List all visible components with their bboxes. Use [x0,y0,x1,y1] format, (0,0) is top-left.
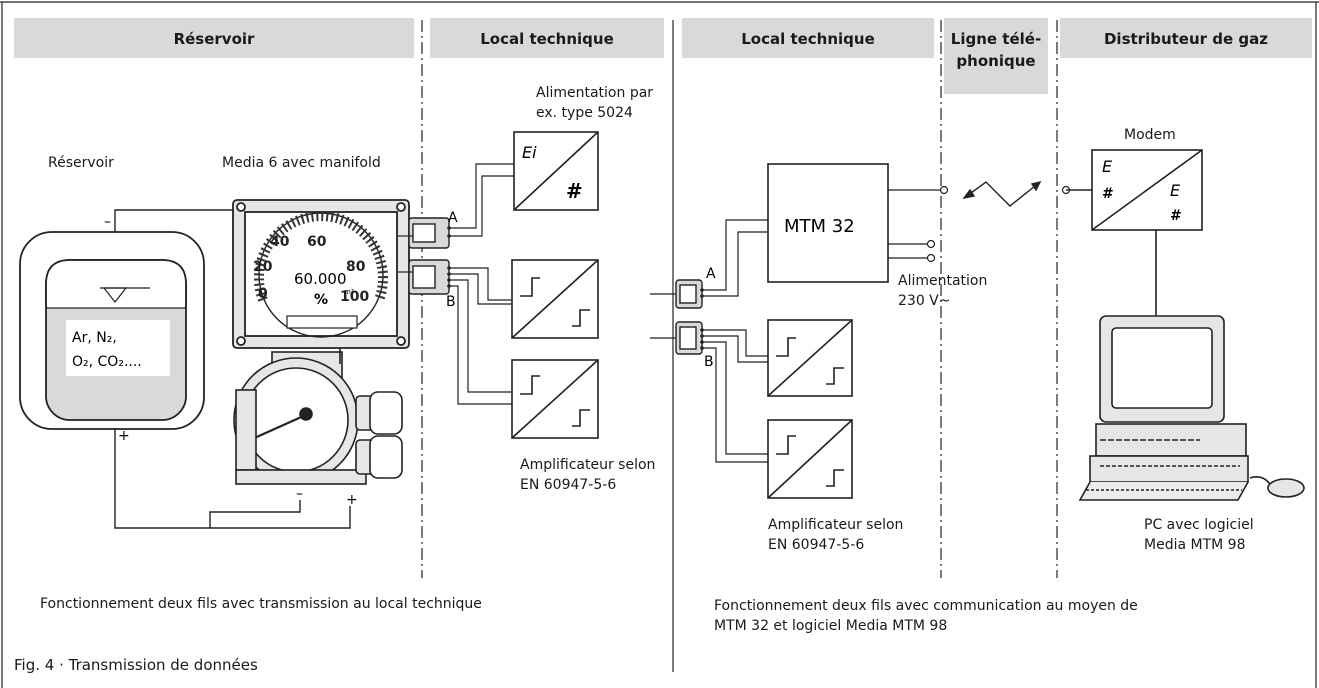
manifold [233,348,403,485]
label-amplificateur-1-line1: Amplificateur selon [520,457,656,473]
reservoir-minus: – [104,214,111,230]
label-alim230-line2: 230 V~ [898,293,951,309]
label-modem: Modem [1124,127,1176,143]
power-supply-symbol: Ei [522,143,537,162]
header-reservoir: Réservoir [174,30,255,48]
right-local-wires [702,189,942,463]
connector-a-right: A [706,266,716,282]
connector-a-left: A [448,210,458,226]
svg-text:60: 60 [307,234,327,250]
gas-label-box [66,320,170,376]
svg-text:80: 80 [346,259,366,275]
label-alimentation-line1: Alimentation par [536,85,654,101]
svg-text:0: 0 [258,286,268,302]
gauge-small-unit: m³ [344,288,354,296]
label-pc-line2: Media MTM 98 [1144,537,1246,553]
power-supply-box [513,131,599,211]
terminals [926,185,1071,263]
modem-e2: E [1170,181,1181,200]
label-amplificateur-1-line2: EN 60947-5-6 [520,477,617,493]
header-bg-local1 [430,18,664,58]
label-pc-line1: PC avec logiciel [1144,517,1254,533]
label-amplificateur-2-line1: Amplificateur selon [768,517,904,533]
power-supply-hash: # [566,179,583,203]
label-alim230-line1: Alimentation [898,273,988,289]
reservoir-plus: + [118,428,130,444]
svg-text:40: 40 [270,234,290,250]
modem-box [1091,149,1203,316]
modem-hash2: # [1170,208,1182,224]
connector-b-right: B [704,354,714,370]
gas-label-line2: O₂, CO₂.... [72,354,142,370]
modem-e1: E [1102,157,1113,176]
caption-right-line2: MTM 32 et logiciel Media MTM 98 [714,618,948,634]
header-ligne-line2: phonique [956,52,1035,70]
figure-caption: Fig. 4 · Transmission de données [14,656,258,674]
header-local-technique-2: Local technique [741,30,875,48]
amplifier-1a [511,259,599,339]
connector-b-left: B [446,294,456,310]
header-bg-ligne [944,18,1048,94]
telephone-line [962,180,1092,207]
header-bg-distributeur [1060,18,1312,58]
header-local-technique-1: Local technique [480,30,614,48]
reservoir-tank [19,231,205,430]
right-connectors [675,279,703,355]
gauge-unit: % [314,292,328,308]
svg-text:20: 20 [253,259,273,275]
caption-right-line1: Fonctionnement deux fils avec communicat… [714,598,1138,614]
amplifier-2b [767,419,853,499]
amplifier-1b [511,359,599,439]
header-bg-reservoir [14,18,414,58]
caption-left: Fonctionnement deux fils avec transmissi… [40,596,482,612]
gauge-display: 60.000 [294,270,347,288]
label-media6: Media 6 avec manifold [222,155,381,171]
modem-hash1: # [1102,186,1114,202]
gauge-minus: – [296,486,303,502]
svg-text:100: 100 [340,289,369,305]
media6-housing [232,199,410,349]
mtm32-box [767,163,889,283]
right-connector-stubs [650,293,676,339]
gauge-plus: + [346,492,358,508]
amplifier-2a [767,319,853,397]
gauge-scale: 0 20 40 60 80 100 [253,234,369,305]
media6-connectors [408,217,450,295]
header-distributeur: Distributeur de gaz [1104,30,1268,48]
gas-label-line1: Ar, N₂, [72,330,117,346]
pc-computer [1078,315,1305,501]
label-alimentation-line2: ex. type 5024 [536,105,633,121]
mtm32-label: MTM 32 [784,216,855,237]
header-ligne-line1: Ligne télé- [951,30,1041,48]
left-local-wires [398,163,514,405]
label-amplificateur-2-line2: EN 60947-5-6 [768,537,865,553]
header-bg-local2 [682,18,934,58]
label-reservoir: Réservoir [48,155,114,171]
